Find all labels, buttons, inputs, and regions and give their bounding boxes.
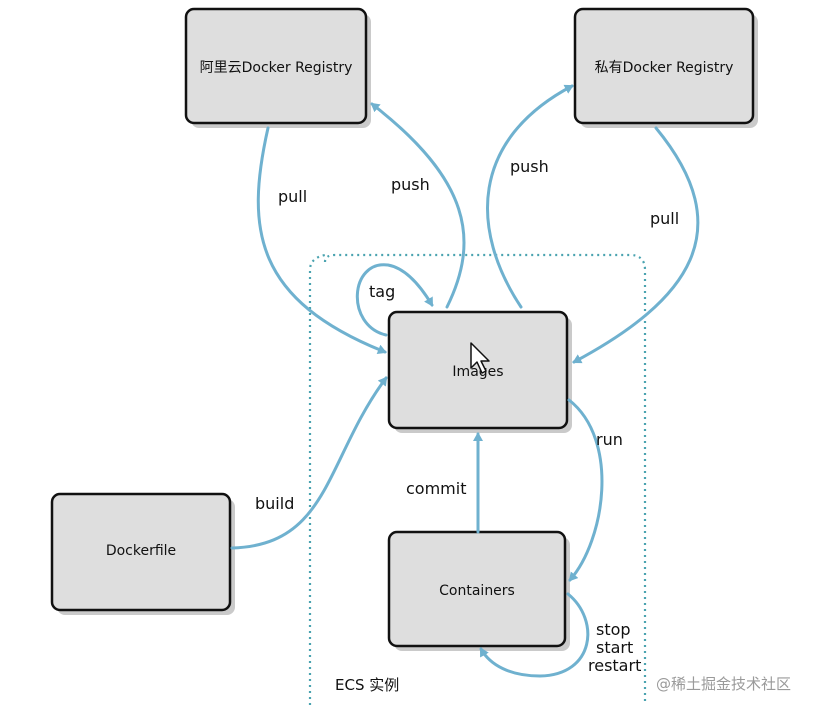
edge-label-pull-left: pull	[278, 187, 307, 206]
edge-pull-private-to-images	[572, 126, 700, 364]
watermark: @稀土掘金技术社区	[656, 675, 791, 693]
private-registry-label: 私有Docker Registry	[595, 60, 734, 76]
edge-label-commit: commit	[406, 479, 466, 498]
edge-push-images-to-aliyun	[370, 102, 466, 309]
edge-tag-images-loop	[355, 263, 434, 337]
dockerfile-node: Dockerfile	[50, 492, 235, 615]
edge-label-pull-right: pull	[650, 209, 679, 228]
edge-label-tag: tag	[369, 282, 395, 301]
edge-label-stop: stop	[596, 620, 631, 639]
dockerfile-label: Dockerfile	[106, 543, 176, 559]
edge-label-start: start	[596, 638, 633, 657]
edge-build-dockerfile-to-images	[230, 376, 388, 550]
edge-label-run: run	[596, 430, 623, 449]
ecs-instance-region	[308, 253, 647, 705]
edge-label-build: build	[255, 494, 294, 513]
edge-stop-start-restart-loop	[479, 592, 590, 678]
aliyun-registry-label: 阿里云Docker Registry	[200, 60, 353, 76]
edge-pull-aliyun-to-images	[256, 126, 387, 355]
containers-label: Containers	[439, 583, 515, 599]
private-registry-node: 私有Docker Registry	[573, 7, 758, 128]
edge-run-images-to-containers	[567, 398, 604, 582]
images-label: Images	[452, 364, 503, 380]
cursor-arrow-icon	[470, 342, 490, 374]
edge-label-push-right: push	[510, 157, 549, 176]
edge-label-push-left: push	[391, 175, 430, 194]
edge-label-restart: restart	[588, 656, 641, 675]
ecs-instance-label: ECS 实例	[335, 676, 399, 694]
edge-push-images-to-private	[486, 84, 574, 309]
containers-node: Containers	[387, 530, 570, 651]
aliyun-registry-node: 阿里云Docker Registry	[184, 7, 371, 128]
images-node: Images	[387, 310, 572, 433]
